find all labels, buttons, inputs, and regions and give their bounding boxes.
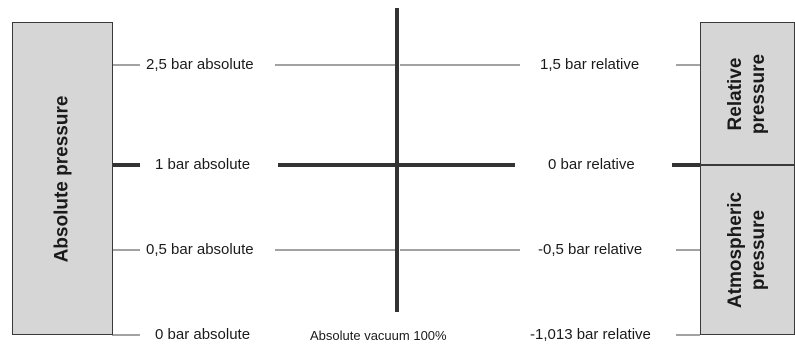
absolute-pressure-box: Absolute pressure [12,22,113,335]
atmospheric-pressure-line2: pressure [747,209,769,291]
label-neg-0-5-bar-relative: -0,5 bar relative [538,241,643,258]
label-1-5-bar-relative: 1,5 bar relative [540,56,640,73]
atmospheric-pressure-line1: Atmospheric [724,191,746,309]
label-0-bar-absolute: 0 bar absolute [155,326,251,343]
label-0-bar-relative: 0 bar relative [548,156,635,173]
label-1-bar-absolute: 1 bar absolute [155,156,251,173]
absolute-vacuum-label: Absolute vacuum 100% [310,328,447,343]
absolute-pressure-title: Absolute pressure [51,95,73,262]
label-neg-1-013-bar-relative: -1,013 bar relative [530,326,651,343]
label-2-5-bar-absolute: 2,5 bar absolute [146,56,254,73]
atmospheric-pressure-title: Atmospheric pressure [725,192,771,308]
relative-pressure-title: Relative pressure [725,53,771,133]
relative-pressure-box: Relative pressure [700,22,795,165]
atmospheric-pressure-box: Atmospheric pressure [700,165,795,335]
relative-pressure-line1: Relative [724,57,746,130]
label-0-5-bar-absolute: 0,5 bar absolute [146,241,254,258]
relative-pressure-line2: pressure [747,53,769,134]
